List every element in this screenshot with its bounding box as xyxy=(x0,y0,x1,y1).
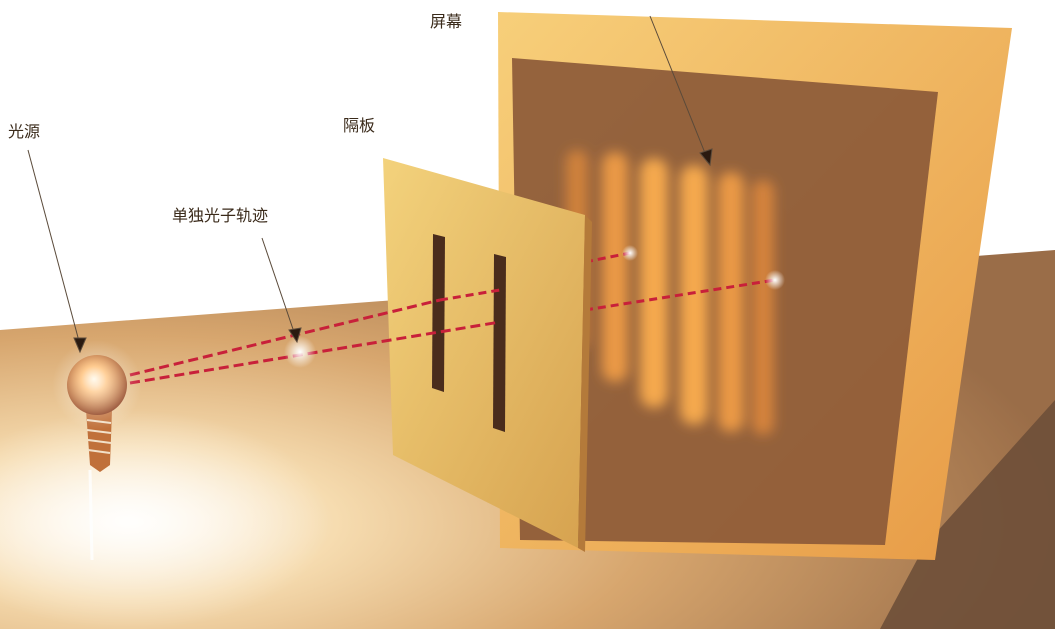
fringe xyxy=(640,158,668,408)
interference-fringes xyxy=(566,150,774,435)
slit-right xyxy=(493,254,506,432)
arrowhead-icon xyxy=(288,327,302,344)
label-arrows xyxy=(27,15,713,354)
barrier-edge xyxy=(578,215,592,552)
arrow-screen xyxy=(649,15,708,159)
label-light-source: 光源 xyxy=(8,122,41,141)
fringe xyxy=(752,180,774,435)
label-photon-path: 单独光子轨迹 xyxy=(172,206,269,225)
photon-path-far xyxy=(584,245,785,312)
screen-floor-shadow xyxy=(880,400,1055,629)
fringe xyxy=(680,165,708,425)
label-screen: 屏幕 xyxy=(430,12,463,31)
arrow-photon-path xyxy=(261,237,296,336)
photon-path-near xyxy=(129,288,501,385)
fringe xyxy=(718,172,744,432)
label-barrier: 隔板 xyxy=(343,116,376,135)
arrow-light-source xyxy=(27,149,81,346)
arrowhead-icon xyxy=(73,337,87,354)
light-glow-floor xyxy=(0,410,330,629)
slit-left xyxy=(432,234,445,392)
fringe xyxy=(602,152,628,382)
light-source-bulb-icon xyxy=(52,340,142,561)
arrowhead-icon xyxy=(699,148,713,167)
